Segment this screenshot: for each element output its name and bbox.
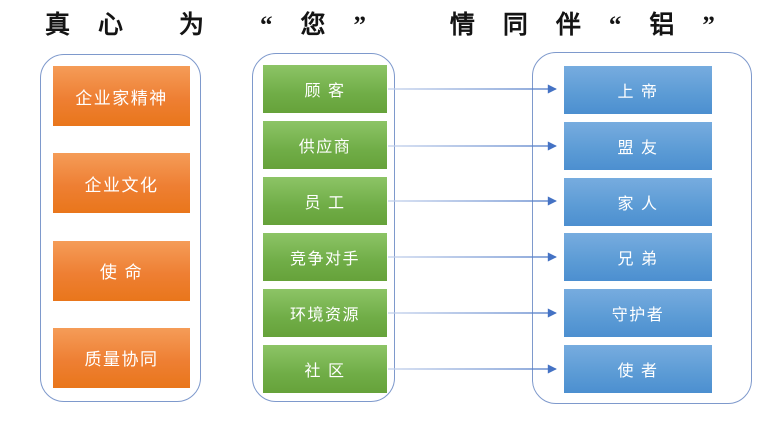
panel-values: 企业家精神 企业文化 使 命 质量协同 xyxy=(40,54,201,402)
title-char: 同 xyxy=(502,12,528,39)
title-char: 伴 xyxy=(555,12,581,39)
relationship-box: 盟 友 xyxy=(564,121,712,170)
stakeholder-box: 员 工 xyxy=(263,177,387,225)
stakeholder-box: 环境资源 xyxy=(263,289,387,337)
stakeholder-box: 顾 客 xyxy=(263,65,387,113)
title-char: 您 xyxy=(300,12,326,39)
title-char: “ xyxy=(259,12,273,39)
title-char: 心 xyxy=(98,12,124,39)
title-char: 情 xyxy=(449,12,475,39)
title-char: ” xyxy=(702,12,715,39)
relationship-box: 家 人 xyxy=(564,177,712,226)
title-char: ” xyxy=(353,12,366,39)
value-box: 质量协同 xyxy=(53,327,190,388)
panel-relationships: 上 帝 盟 友 家 人 兄 弟 守护者 使 者 xyxy=(532,52,752,404)
relationship-box: 上 帝 xyxy=(564,66,712,114)
relationship-box: 守护者 xyxy=(564,289,712,338)
panel-stakeholders: 顾 客 供应商 员 工 竞争对手 环境资源 社 区 xyxy=(252,53,395,402)
value-box: 使 命 xyxy=(53,240,190,301)
page-title: 真心 为 “ 您 ” 情同伴 “ 铝 ” xyxy=(45,11,715,41)
relationship-box: 使 者 xyxy=(564,344,712,393)
title-char: 为 xyxy=(178,12,204,39)
title-char: 真 xyxy=(45,12,71,39)
stakeholder-box: 社 区 xyxy=(263,345,387,393)
value-box: 企业家精神 xyxy=(53,66,190,126)
value-box: 企业文化 xyxy=(53,153,190,214)
stakeholder-box: 竞争对手 xyxy=(263,233,387,281)
title-char: 铝 xyxy=(649,12,675,39)
stakeholder-box: 供应商 xyxy=(263,121,387,169)
title-char: “ xyxy=(608,12,622,39)
relationship-box: 兄 弟 xyxy=(564,233,712,282)
